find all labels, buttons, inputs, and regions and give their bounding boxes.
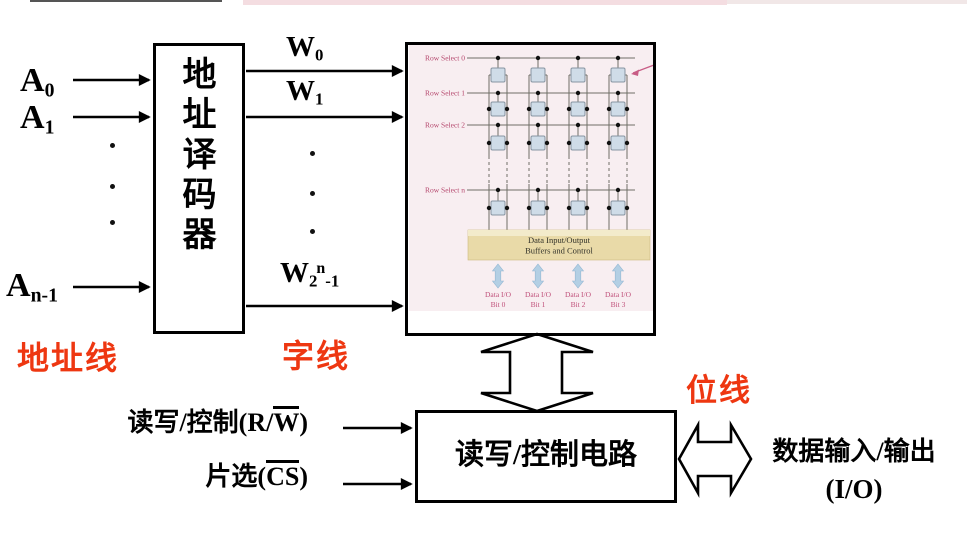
address-input-a1: A1 [20,98,54,137]
address-input-an1: An-1 [6,266,58,305]
an1-sub: n-1 [30,284,58,307]
rw-control-box [415,410,677,503]
w1-sub: 1 [315,89,324,109]
w0-base: W [286,31,315,63]
address-ellipsis-dot [110,184,115,189]
top-pink-band [243,0,727,5]
wordline-ellipsis-dot [310,191,315,196]
a0-sub: 0 [44,79,55,102]
wordline-ellipsis-dot [310,151,315,156]
row-select-label: Row Select 2 [425,121,465,130]
rw-control-box-label: 读写/控制电路 [454,439,638,471]
address-ellipsis-dot [110,143,115,148]
top-pink-band-right [727,0,967,4]
a1-base: A [20,99,45,136]
rw-overline: W [273,406,300,437]
w2n1-sup: n [316,260,326,278]
row-select-label: Row Select 1 [425,89,465,98]
w0-sub: 0 [315,45,324,65]
buffer-label-line2: Buffers and Control [525,246,593,256]
word-line-w1: W1 [286,75,323,108]
word-lines-label: 字线 [282,338,351,374]
bit-io-label: Bit 0 [491,300,506,309]
w2n1-base: W [280,257,309,289]
a0-base: A [20,62,45,99]
row-select-lines [467,57,635,191]
address-input-a0: A0 [20,61,54,100]
buffer-label-line1: Data Input/Output [528,235,591,245]
cs-suffix: ) [299,462,308,491]
a1-sub: 1 [44,116,55,139]
row-select-label: Row Select n [425,186,465,195]
address-ellipsis-dot [110,220,115,225]
bit-io-label: Bit 2 [571,300,586,309]
bit-io-label: Data I/O [565,290,592,299]
cs-overline: CS [266,460,300,491]
word-line-w2n1: W2n-1 [280,257,339,290]
address-lines-label: 地址线 [17,340,120,376]
wordline-ellipsis-dot [310,229,315,234]
bit-io-label: Data I/O [605,290,632,299]
memory-array-box [405,42,656,336]
rw-suffix: ) [299,408,308,437]
read-write-control-label: 读写/控制(R/W) [92,406,308,438]
data-io-label-line2: (I/O) [825,474,883,504]
bit-io-label: Bit 3 [611,300,626,309]
address-decoder-box [153,43,245,334]
bit-io-label: Data I/O [525,290,552,299]
buffers-control-block-highlight [468,230,650,236]
memory-cell-array-image: Data Input/Output Buffers and Control Ro… [409,45,655,311]
rw-prefix: 读写/控制(R/ [127,408,274,437]
memory-array-svg: Data Input/Output Buffers and Control Ro… [425,54,655,309]
data-io-label-line1: 数据输入/输出 [772,437,936,466]
bit-io-label: Data I/O [485,290,512,299]
an1-base: A [6,267,31,304]
bit-io-label: Bit 1 [531,300,546,309]
w1-base: W [286,75,315,107]
w2n1-sub2: -1 [325,271,340,291]
cs-prefix: 片选( [205,462,267,491]
w2n1-sub: 2 [309,271,318,291]
top-edge-line [30,0,222,2]
address-decoder-label: 地址译码器 [182,57,217,254]
row-select-label: Row Select 0 [425,54,465,63]
chip-select-label: 片选(CS) [92,460,308,492]
memory-cell-pointer-icon [631,64,655,76]
bit-lines-label: 位线 [686,373,752,408]
bit-line-vertical-double-arrow [480,332,594,413]
word-line-w0: W0 [286,31,323,64]
data-io-horizontal-double-arrow [677,420,753,498]
